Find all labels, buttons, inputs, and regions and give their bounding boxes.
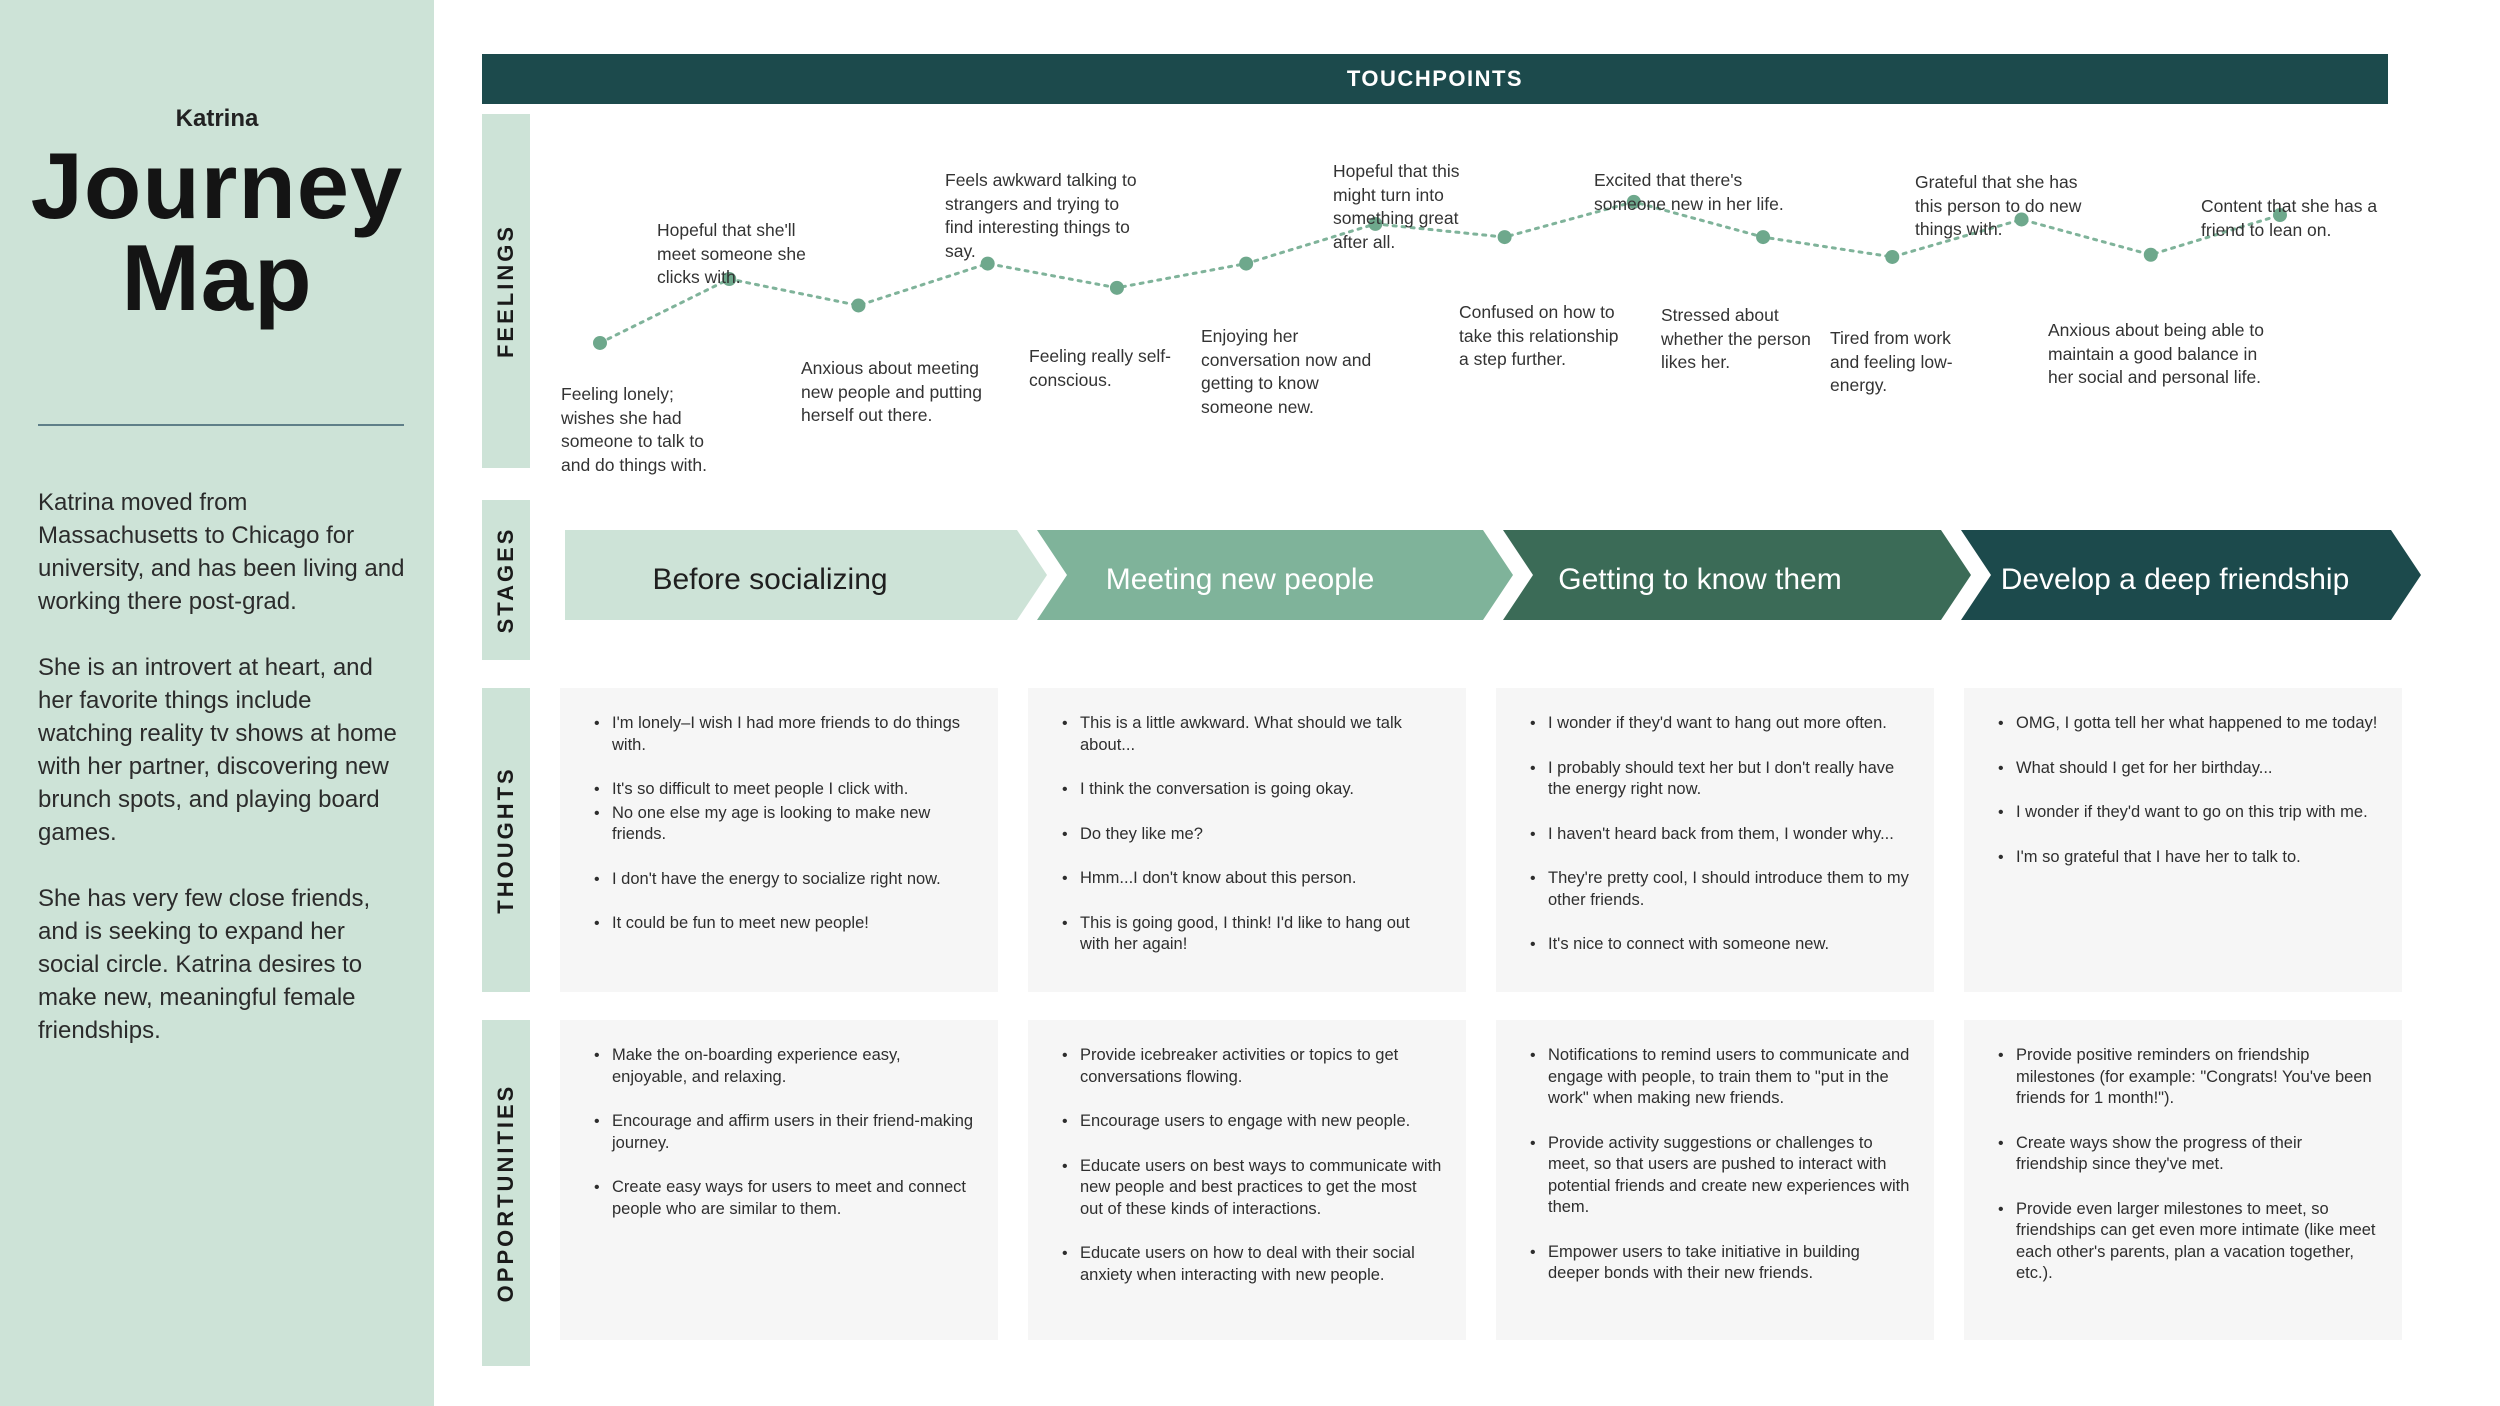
feeling-label: Anxious about meeting new people and put… — [801, 358, 982, 425]
feeling-label: Hopeful that this might turn into someth… — [1333, 161, 1460, 252]
row-label-thoughts: THOUGHTS — [482, 688, 530, 992]
list-item: I'm so grateful that I have her to talk … — [1998, 847, 2378, 869]
feeling-label: Anxious about being able to maintain a g… — [2048, 320, 2264, 387]
feeling-point — [1368, 216, 1383, 231]
list-item: Do they like me? — [1062, 824, 1442, 846]
feeling-label: Feeling really self-conscious. — [1029, 346, 1171, 390]
feeling-label: Confused on how to take this relationshi… — [1459, 302, 1619, 369]
feeling-label: Tired from work and feeling low-energy. — [1830, 328, 1953, 395]
list-item: Create ways show the progress of their f… — [1998, 1133, 2378, 1176]
touchpoints-banner: TOUCHPOINTS — [482, 54, 2388, 104]
bio-paragraph: She has very few close friends, and is s… — [38, 885, 371, 1044]
bio-paragraph: Katrina moved from Massachusetts to Chic… — [38, 489, 405, 615]
feeling-label: Excited that there's someone new in her … — [1594, 170, 1784, 214]
list-item: What should I get for her birthday... — [1998, 758, 2378, 780]
row-label-text: THOUGHTS — [493, 766, 518, 914]
list-item: I wonder if they'd want to go on this tr… — [1998, 802, 2378, 824]
row-label-text: OPPORTUNITIES — [493, 1083, 518, 1303]
feeling-label: Feeling lonely; wishes she had someone t… — [561, 384, 707, 475]
list-item: Encourage and affirm users in their frie… — [594, 1111, 974, 1154]
stage-chevron — [1037, 530, 1513, 620]
list-item: Provide icebreaker activities or topics … — [1062, 1045, 1442, 1088]
feeling-label: Grateful that she has this person to do … — [1915, 172, 2082, 239]
feeling-point — [2014, 212, 2029, 227]
persona-sidebar: Katrina Journey Map Katrina moved from M… — [0, 0, 434, 1406]
feeling-point — [1885, 249, 1900, 264]
list-item: I probably should text her but I don't r… — [1530, 758, 1910, 801]
feeling-point — [1756, 230, 1771, 245]
thoughts-card: I wonder if they'd want to hang out more… — [1496, 688, 1934, 992]
feeling-label: Hopeful that she'll meet someone she cli… — [657, 220, 806, 287]
list-item: I think the conversation is going okay. — [1062, 779, 1442, 801]
thoughts-card: OMG, I gotta tell her what happened to m… — [1964, 688, 2402, 992]
list-item: It could be fun to meet new people! — [594, 913, 974, 935]
feeling-point — [2273, 208, 2287, 223]
list-item: This is a little awkward. What should we… — [1062, 713, 1442, 756]
feeling-label: Content that she has a friend to lean on… — [2201, 196, 2378, 240]
list-item: Educate users on best ways to communicat… — [1062, 1156, 1442, 1221]
feeling-point — [1626, 194, 1641, 209]
list-item: Provide activity suggestions or challeng… — [1530, 1133, 1910, 1219]
sidebar-divider — [38, 424, 404, 426]
stage-label-getting-to-know-them: Getting to know them — [1558, 563, 1842, 596]
list-item: I don't have the energy to socialize rig… — [594, 869, 974, 891]
list-item: Educate users on how to deal with their … — [1062, 1243, 1442, 1286]
persona-name: Katrina — [175, 105, 259, 132]
stage-chevron — [1503, 530, 1971, 620]
list-item: Encourage users to engage with new peopl… — [1062, 1111, 1442, 1133]
feeling-point — [1497, 230, 1512, 245]
persona-bio: Katrina moved from Massachusetts to Chic… — [38, 486, 408, 1080]
opportunities-card: Notifications to remind users to communi… — [1496, 1020, 1934, 1340]
stage-chevron — [1961, 530, 2421, 620]
feeling-point — [1109, 280, 1124, 295]
opportunities-card: Provide icebreaker activities or topics … — [1028, 1020, 1466, 1340]
list-item: They're pretty cool, I should introduce … — [1530, 868, 1910, 911]
feeling-point — [722, 272, 737, 287]
page-title: Journey Map — [0, 133, 434, 330]
row-label-text: STAGES — [493, 526, 518, 634]
feeling-label: Enjoying her conversation now and gettin… — [1201, 326, 1372, 417]
list-item: I haven't heard back from them, I wonder… — [1530, 824, 1910, 846]
stage-chevron — [565, 530, 1047, 620]
feelings-chart — [593, 194, 2287, 350]
bio-paragraph: She is an introvert at heart, and her fa… — [38, 654, 397, 846]
list-item: Make the on-boarding experience easy, en… — [594, 1045, 974, 1088]
row-label-text: FEELINGS — [493, 223, 518, 359]
list-item: Create easy ways for users to meet and c… — [594, 1177, 974, 1220]
list-item: Provide positive reminders on friendship… — [1998, 1045, 2378, 1110]
list-item: Empower users to take initiative in buil… — [1530, 1242, 1910, 1285]
feeling-point — [980, 256, 995, 271]
feeling-point — [851, 298, 866, 313]
list-item: I'm lonely–I wish I had more friends to … — [594, 713, 974, 756]
stage-label-meeting-new-people: Meeting new people — [1105, 563, 1375, 596]
feeling-label: Stressed about whether the person likes … — [1661, 305, 1811, 372]
list-item: It's so difficult to meet people I click… — [594, 779, 974, 801]
stage-label-before-socializing: Before socializing — [652, 563, 888, 596]
list-item: It's nice to connect with someone new. — [1530, 934, 1910, 956]
stages-arrows — [565, 530, 2421, 620]
list-item: Notifications to remind users to communi… — [1530, 1045, 1910, 1110]
feeling-point — [2143, 247, 2158, 262]
title-line-1: Journey — [30, 133, 404, 238]
list-item: This is going good, I think! I'd like to… — [1062, 913, 1442, 956]
row-label-stages: STAGES — [482, 500, 530, 660]
list-item: Provide even larger milestones to meet, … — [1998, 1199, 2378, 1285]
list-item: No one else my age is looking to make ne… — [594, 803, 974, 846]
feeling-point — [593, 335, 607, 350]
opportunities-card: Provide positive reminders on friendship… — [1964, 1020, 2402, 1340]
feeling-point — [1239, 256, 1254, 271]
stage-label-develop-deep-friendship: Develop a deep friendship — [2000, 563, 2350, 596]
feelings-line — [598, 200, 2282, 345]
row-label-feelings: FEELINGS — [482, 114, 530, 468]
list-item: Hmm...I don't know about this person. — [1062, 868, 1442, 890]
opportunities-card: Make the on-boarding experience easy, en… — [560, 1020, 998, 1340]
row-label-opportunities: OPPORTUNITIES — [482, 1020, 530, 1366]
thoughts-card: I'm lonely–I wish I had more friends to … — [560, 688, 998, 992]
list-item: I wonder if they'd want to hang out more… — [1530, 713, 1910, 735]
thoughts-card: This is a little awkward. What should we… — [1028, 688, 1466, 992]
title-line-2: Map — [121, 225, 313, 330]
list-item: OMG, I gotta tell her what happened to m… — [1998, 713, 2378, 735]
feeling-label: Feels awkward talking to strangers and t… — [945, 170, 1137, 261]
